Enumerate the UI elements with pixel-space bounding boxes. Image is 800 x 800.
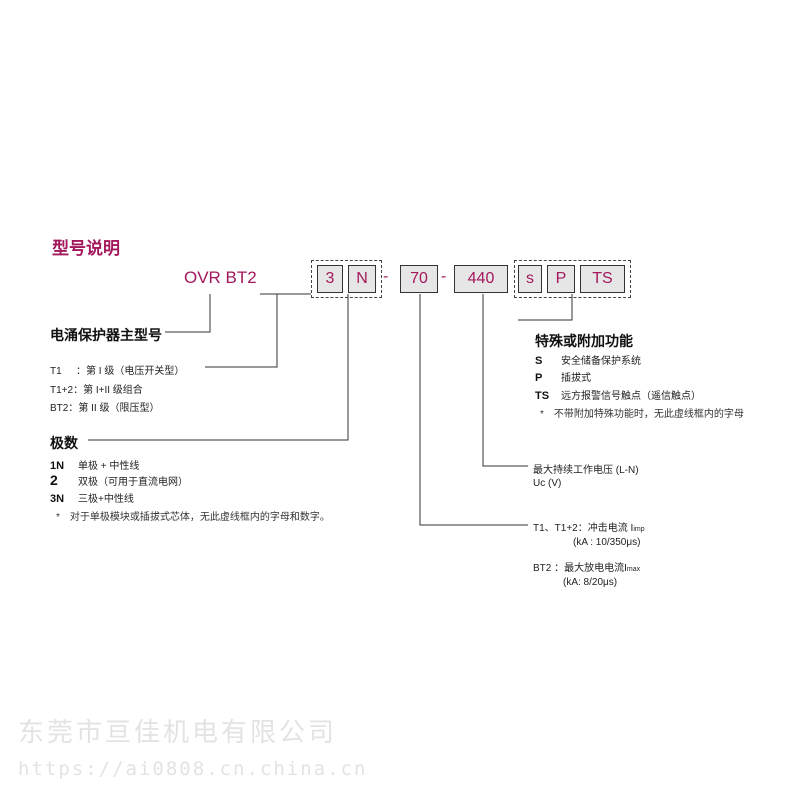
max-subscript: max [626,566,641,573]
special-note: * 不带附加特殊功能时，无此虚线框内的字母 [540,409,744,420]
special-title: 特殊或附加功能 [535,333,633,349]
line-voltage [482,294,528,467]
box-voltage: 440 [454,265,508,293]
special-item-ts: TS 远方报警信号触点（遥信触点） [535,387,701,402]
item-desc: 单极 + 中性线 [78,461,140,472]
voltage-label: 最大持续工作电压 (L-N) [533,465,639,476]
impulse-prefix: T1、T1+2：冲击电流 I [533,523,634,534]
impulse-subscript: imp [633,526,645,533]
item-code: S [535,355,543,367]
dash-2: - [441,268,447,285]
current-max-label: BT2 ：最大放电电流Imax [533,559,640,574]
item-code: T1 [50,366,62,377]
line-main-model-series [205,294,278,368]
model-prefix: OVR BT2 [184,268,257,287]
box-poles-number: 3 [317,265,343,293]
watermark-company: 东莞市亘佳机电有限公司 [18,717,338,747]
item-code: T1+2 [50,385,74,396]
dash-1: - [383,268,389,285]
item-desc: ：第 I 级（电压开关型） [76,366,185,377]
special-item-p: P 插拔式 [535,369,591,384]
box-current: 70 [400,265,438,293]
main-model-item-t12: T1+2：第 I+II 级组合 [50,381,143,396]
box-special-s: s [518,265,542,293]
main-model-item-bt2: BT2：第 II 级（限压型） [50,399,159,414]
line-poles [88,294,349,441]
item-code: 2 [50,472,58,488]
item-code: 3N [50,493,65,505]
poles-item-1n: 1N 单极 + 中性线 [50,457,139,472]
poles-title: 极数 [50,435,78,451]
item-desc: 双极（可用于直流电网） [78,477,188,488]
poles-dashed-group [311,260,382,298]
line-special [518,294,573,321]
item-desc: ：第 I+II 级组合 [73,385,143,396]
main-model-title: 电涌保护器主型号 [50,327,162,343]
box-special-ts: TS [580,265,625,293]
item-desc: 插拔式 [561,373,591,384]
current-impulse-label: T1、T1+2：冲击电流 Iimp [533,519,645,534]
box-special-p: P [547,265,575,293]
poles-item-2: 2 双极（可用于直流电网） [50,472,188,488]
special-item-s: S 安全储备保护系统 [535,352,641,367]
item-code: TS [535,390,550,402]
voltage-unit: Uc (V) [533,478,562,489]
item-desc: ：第 II 级（限压型） [68,403,160,414]
item-desc: 远方报警信号触点（遥信触点） [561,391,701,402]
item-code: BT2 [50,403,69,414]
page-title: 型号说明 [52,239,120,258]
poles-item-3n: 3N 三极+中性线 [50,490,134,505]
item-code: P [535,372,543,384]
line-main-model [165,294,211,333]
poles-note: * 对于单极模块或插拔式芯体，无此虚线框内的字母和数字。 [56,512,330,523]
current-max-unit: (kA: 8/20μs) [563,577,618,588]
max-prefix: BT2 ：最大放电电流I [533,563,627,574]
box-poles-neutral: N [348,265,376,293]
item-code: 1N [50,460,65,472]
current-impulse-unit: (kA : 10/350μs) [573,537,641,548]
item-desc: 安全储备保护系统 [561,356,641,367]
line-current [419,294,528,526]
main-model-item-t1: T1 ：第 I 级（电压开关型） [50,362,184,377]
watermark-url: https://ai0808.cn.china.cn [18,758,368,780]
item-desc: 三极+中性线 [78,494,134,505]
